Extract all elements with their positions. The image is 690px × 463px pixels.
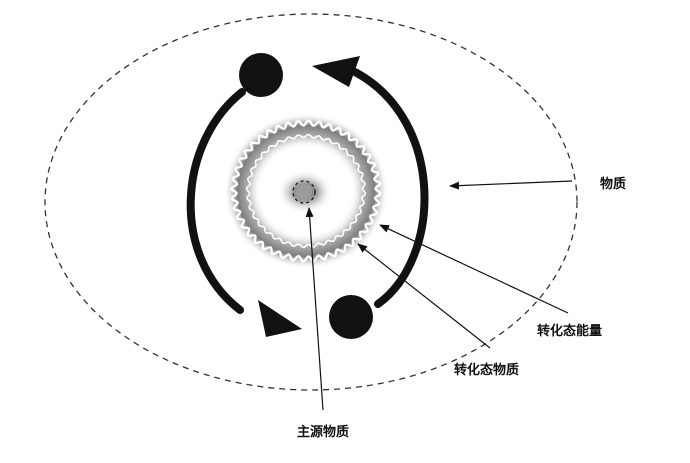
label-transitional-energy: 转化态能量 <box>537 323 602 339</box>
matter-ball-bottom <box>329 295 373 339</box>
transitional-energy-callout-line <box>379 224 569 314</box>
label-source-matter: 主源物质 <box>297 424 349 440</box>
transitional-matter-callout-line <box>357 243 491 349</box>
left-cycle-arc <box>186 88 246 314</box>
matter-callout-line <box>449 180 573 190</box>
right-cycle-arrowhead <box>312 56 360 87</box>
right-cycle-arc <box>351 68 429 308</box>
left-cycle-arrowhead <box>258 300 302 337</box>
matter-ball-top <box>239 53 283 97</box>
source-core-dot <box>296 184 312 200</box>
source-matter-callout-line <box>305 207 324 411</box>
label-matter: 物质 <box>600 176 626 192</box>
transitional-energy-wave-ring <box>230 119 382 263</box>
source-core-dashed-ring <box>292 180 316 204</box>
outer-dashed-orbit <box>44 13 578 391</box>
label-transitional-matter: 转化态物质 <box>454 362 519 378</box>
transitional-matter-wave-ring <box>245 133 367 249</box>
